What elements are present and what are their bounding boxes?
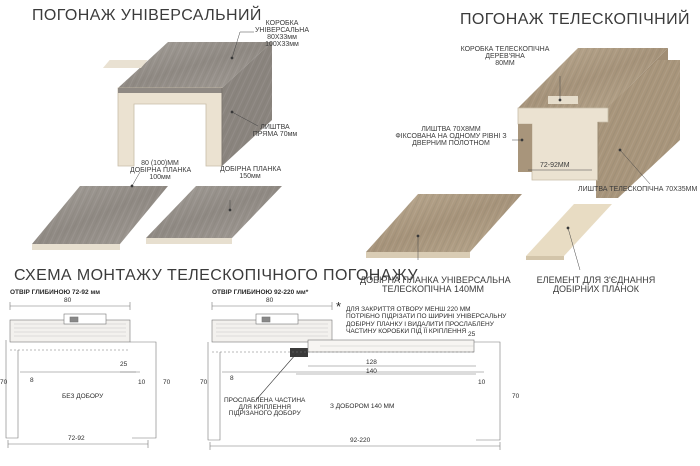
scheme-right-dim-128: 128 [366, 359, 377, 366]
telescopic-casing-flat-label-line3: ДВЕРНИМ ПОЛОТНОМ [412, 140, 490, 147]
universal-frame-label-line2: УНІВЕРСАЛЬНА [254, 27, 309, 34]
scheme-left-dim-10: 10 [138, 379, 146, 386]
connector-label: ЕЛЕМЕНТ ДЛЯ З'ЄДНАННЯ ДОБІРНИХ ПЛАНОК [536, 276, 656, 294]
scheme-note: ДЛЯ ЗАКРИТТЯ ОТВОРУ МЕНШ 220 ММ ПОТРІБНО… [346, 306, 506, 336]
universal-plank-100-illustration [32, 186, 168, 250]
scheme-left-dim-8: 8 [30, 377, 34, 384]
universal-plank100-label: 80 (100)ММ ДОБІРНА ПЛАНКА 100мм [130, 160, 192, 181]
scheme-right-heading: ОТВІР ГЛИБИНОЮ 92-220 мм* [212, 289, 309, 296]
scheme-right-dim-70-right: 70 [512, 393, 520, 400]
scheme-left-heading: ОТВІР ГЛИБИНОЮ 72-92 мм [10, 289, 101, 296]
universal-plank100-label-line1: 80 (100)ММ [141, 160, 179, 167]
scheme-left-dim-70-right: 70 [163, 379, 171, 386]
telescopic-title: ПОГОНАЖ ТЕЛЕСКОПІЧНИЙ [460, 11, 690, 28]
telescopic-plank-illustration [366, 194, 522, 258]
scheme-left-drawing [5, 302, 157, 448]
telescopic-plank-label-line2: ТЕЛЕСКОПІЧНА 140ММ [381, 284, 485, 294]
universal-plank100-label-line2: ДОБІРНА ПЛАНКА [130, 167, 192, 174]
telescopic-casing-flat-label: ЛИШТВА 70Х8ММ ФІКСОВАНА НА ОДНОМУ РІВНІ … [392, 126, 510, 147]
universal-plank150-label-line2: 150мм [239, 173, 261, 180]
scheme-left-dim-70-left: 70 [0, 379, 8, 386]
scheme-right-slot-label-line2: ДЛЯ КРІПЛЕННЯ [238, 403, 291, 411]
universal-title: ПОГОНАЖ УНІВЕРСАЛЬНИЙ [32, 7, 262, 24]
telescopic-frame-illustration [517, 48, 680, 198]
universal-plank150-label: ДОБІРНА ПЛАНКА 150мм [220, 166, 282, 180]
scheme-right-slot-label-line1: ПРОСЛАБЛЕНА ЧАСТИНА [224, 397, 306, 404]
universal-plank150-label-line1: ДОБІРНА ПЛАНКА [220, 166, 282, 173]
telescopic-plank-label: ДОБІРНА ПЛАНКА УНІВЕРСАЛЬНА ТЕЛЕСКОПІЧНА… [360, 275, 511, 294]
scheme-note-line4: ЧАСТИНУ КОРОБКИ ПІД ЇЇ КРІПЛЕННЯ [346, 328, 467, 336]
scheme-right-dim-top: 80 [266, 297, 274, 304]
telescopic-plank-label-line1: ДОБІРНА ПЛАНКА УНІВЕРСАЛЬНА [360, 275, 511, 285]
telescopic-casing-flat-label-line2: ФІКСОВАНА НА ОДНОМУ РІВНІ З [395, 133, 507, 140]
universal-frame-label-line4: 100Х33мм [265, 41, 299, 48]
scheme-right-dim-140: 140 [366, 368, 377, 375]
scheme-right-drawing [207, 302, 501, 450]
telescopic-frame-label-line2: ДЕРЕВ'ЯНА [485, 53, 525, 60]
scheme-left-dim-25: 25 [120, 361, 128, 368]
connector-label-line2: ДОБІРНИХ ПЛАНОК [552, 284, 640, 294]
scheme-right-slot-label-line3: ПІДРІЗАНОГО ДОБОРУ [228, 410, 301, 417]
scheme-left-dim-bottom: 72-92 [68, 435, 85, 442]
connector-element-illustration [526, 204, 612, 260]
scheme-right-dim-10: 10 [478, 379, 486, 386]
telescopic-frame-label-line3: 80ММ [495, 60, 515, 67]
scheme-right-slot-label: ПРОСЛАБЛЕНА ЧАСТИНА ДЛЯ КРІПЛЕННЯ ПІДРІЗ… [224, 397, 306, 418]
scheme-right-dim-8: 8 [230, 375, 234, 382]
scheme-title: СХЕМА МОНТАЖУ ТЕЛЕСКОПІЧНОГО ПОГОНАЖУ [14, 267, 418, 284]
telescopic-frame-label: КОРОБКА ТЕЛЕСКОПІЧНА ДЕРЕВ'ЯНА 80ММ [452, 46, 558, 67]
scheme-note-line1: ДЛЯ ЗАКРИТТЯ ОТВОРУ МЕНШ 220 ММ [346, 306, 471, 313]
scheme-left-dim-top: 80 [64, 297, 72, 304]
telescopic-frame-label-line1: КОРОБКА ТЕЛЕСКОПІЧНА [460, 46, 550, 53]
universal-plank100-label-line3: 100мм [149, 174, 171, 181]
scheme-right-dim-bottom: 92-220 [350, 437, 371, 444]
scheme-right-with-extension: З ДОБОРОМ 140 ММ [330, 403, 395, 410]
universal-casing-label: ЛИШТВА ПРЯМА 70мм [250, 124, 300, 138]
telescopic-width-label: 72-92ММ [540, 162, 570, 169]
universal-casing-label-line2: ПРЯМА 70мм [252, 131, 298, 138]
scheme-right-dim-25: 25 [468, 331, 476, 338]
scheme-note-line3: ДОБІРНУ ПЛАНКУ І ВИДАЛИТИ ПРОСЛАБЛЕНУ [346, 320, 494, 328]
universal-frame-label-line3: 80Х33мм [267, 34, 297, 41]
telescopic-casing-flat-label-line1: ЛИШТВА 70Х8ММ [421, 126, 481, 133]
scheme-left-no-extension: БЕЗ ДОБОРУ [62, 393, 104, 400]
scheme-right-dim-70-left: 70 [200, 379, 208, 386]
universal-casing-label-line1: ЛИШТВА [260, 124, 290, 131]
connector-label-line1: ЕЛЕМЕНТ ДЛЯ З'ЄДНАННЯ [536, 275, 656, 285]
universal-frame-label-line1: КОРОБКА [265, 20, 299, 27]
universal-frame-illustration [102, 42, 272, 167]
scheme-note-star: * [336, 299, 342, 314]
universal-frame-label: КОРОБКА УНІВЕРСАЛЬНА 80Х33мм 100Х33мм [252, 20, 312, 48]
telescopic-casing-tele-label: ЛИШТВА ТЕЛЕСКОПІЧНА 70Х35ММ [578, 186, 698, 193]
leader-lines [130, 31, 651, 271]
weakened-slot [290, 348, 308, 357]
universal-plank-150-illustration [146, 186, 282, 244]
scheme-note-line2: ПОТРІБНО ПІДРІЗАТИ ПО ШИРИНІ УНІВЕРСАЛЬН… [346, 313, 507, 321]
